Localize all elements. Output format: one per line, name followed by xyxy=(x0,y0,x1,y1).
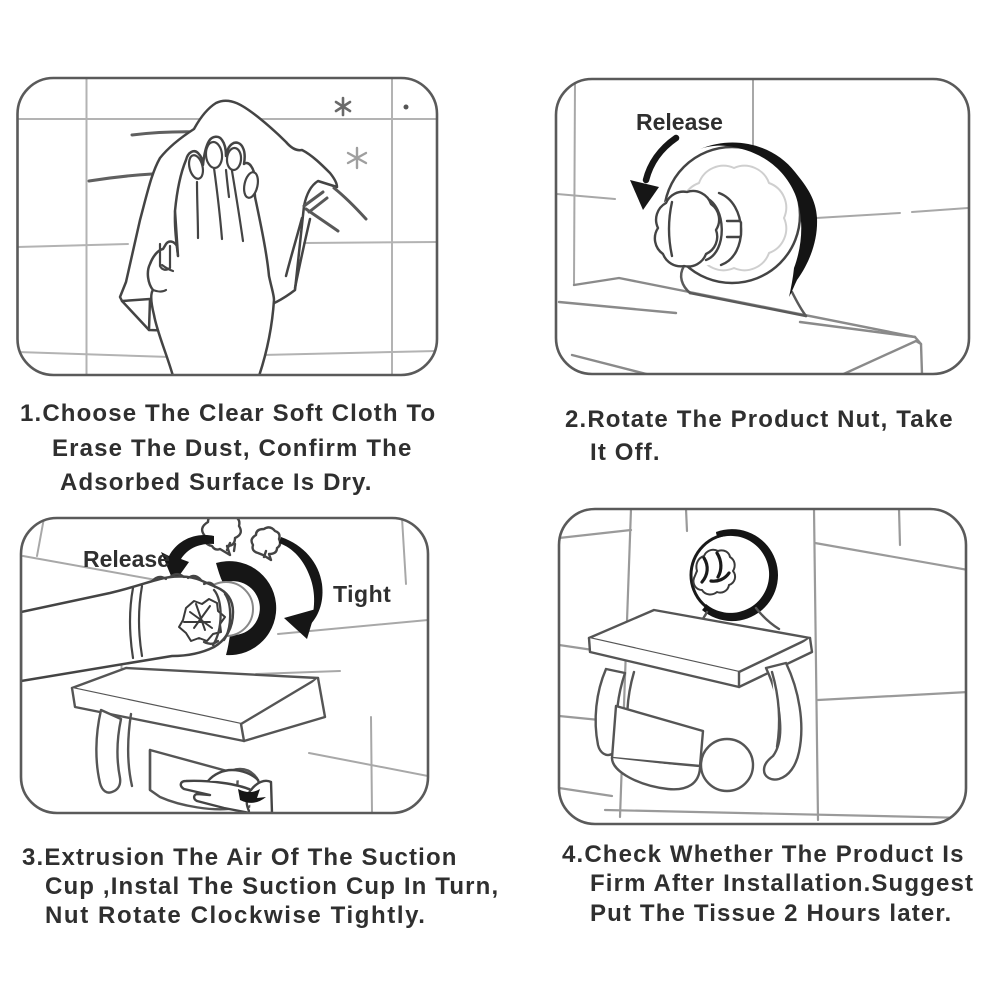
svg-text:2.Rotate The Product Nut, Take: 2.Rotate The Product Nut, Take xyxy=(565,406,954,433)
svg-text:4.Check Whether The Product Is: 4.Check Whether The Product Is xyxy=(562,841,965,868)
svg-text:Release: Release xyxy=(636,109,723,135)
svg-text:Adsorbed Surface Is Dry.: Adsorbed Surface Is Dry. xyxy=(60,469,373,496)
svg-text:Erase The Dust, Confirm The: Erase The Dust, Confirm The xyxy=(52,435,412,462)
svg-text:Tight: Tight xyxy=(333,581,391,607)
svg-text:Cup ,Instal The Suction Cup In: Cup ,Instal The Suction Cup In Turn, xyxy=(45,873,499,900)
svg-text:3.Extrusion The Air Of The Suc: 3.Extrusion The Air Of The Suction xyxy=(22,844,458,871)
svg-text:Nut Rotate Clockwise Tightly.: Nut Rotate Clockwise Tightly. xyxy=(45,902,427,929)
svg-text:1.Choose The Clear Soft Cloth: 1.Choose The Clear Soft Cloth To xyxy=(20,400,436,427)
svg-text:Firm After Installation.Sugges: Firm After Installation.Suggest xyxy=(590,870,974,897)
svg-text:It Off.: It Off. xyxy=(590,439,661,466)
svg-text:Put The Tissue 2 Hours later.: Put The Tissue 2 Hours later. xyxy=(590,900,952,927)
svg-text:Release: Release xyxy=(83,546,170,572)
